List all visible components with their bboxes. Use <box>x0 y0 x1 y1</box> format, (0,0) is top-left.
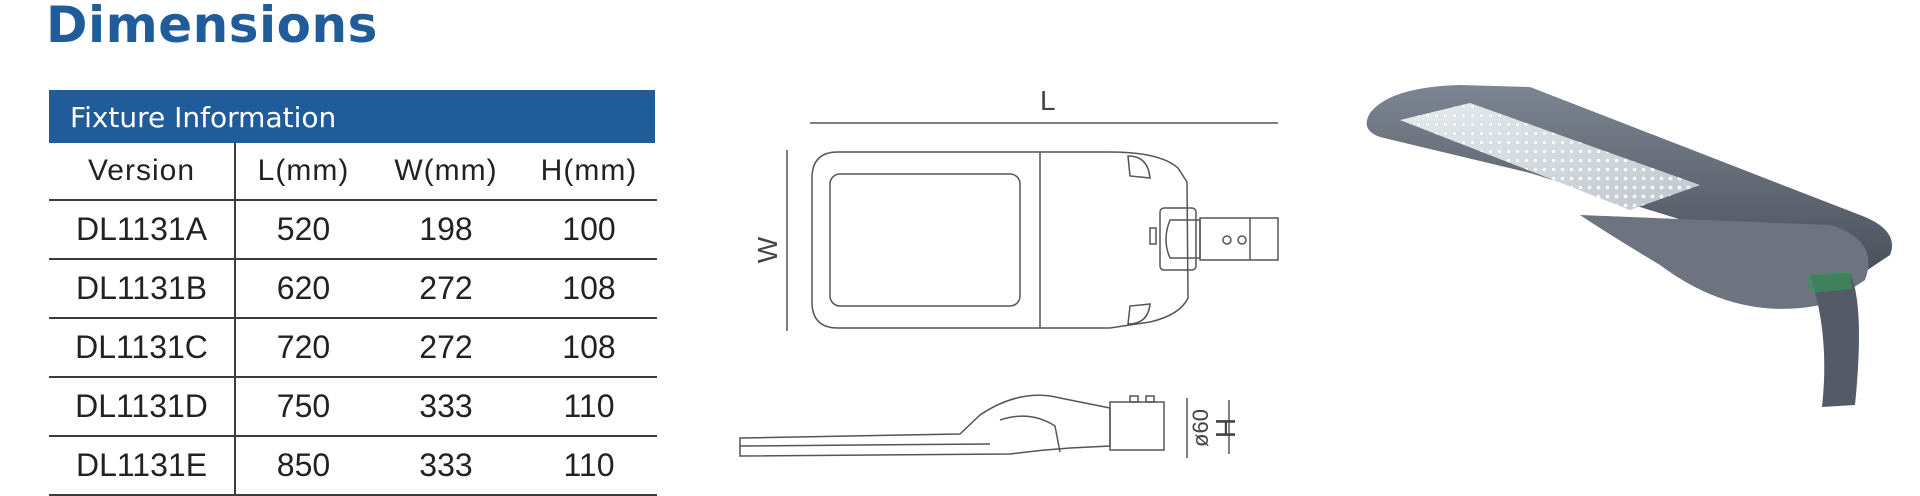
cell-length: 750 <box>235 377 371 437</box>
cell-height: 108 <box>521 259 657 319</box>
dimensions-table: Version L(mm) W(mm) H(mm) DL1131A 520 19… <box>49 143 657 496</box>
cell-height: 110 <box>521 377 657 437</box>
cell-height: 108 <box>521 318 657 378</box>
technical-drawing: L W H ø60 <box>739 85 1279 458</box>
table-row: DL1131C 720 272 108 <box>49 318 657 378</box>
top-view-outline <box>811 151 1189 329</box>
cell-length: 620 <box>235 259 371 319</box>
column-header-length: L(mm) <box>235 143 371 201</box>
cell-height: 110 <box>521 436 657 496</box>
fixture-table: Fixture Information Version L(mm) W(mm) … <box>49 90 657 496</box>
cell-length: 520 <box>235 200 371 260</box>
cell-length: 720 <box>235 318 371 378</box>
table-row: DL1131A 520 198 100 <box>49 200 657 260</box>
table-row: DL1131E 850 333 110 <box>49 436 657 496</box>
length-label: L <box>1040 85 1056 116</box>
led-panel-outline <box>829 173 1021 307</box>
pole-mount <box>1810 273 1859 407</box>
cell-width: 272 <box>371 318 521 378</box>
width-label: W <box>752 236 783 263</box>
page-title: Dimensions <box>46 0 378 54</box>
column-header-width: W(mm) <box>371 143 521 201</box>
diameter-label: ø60 <box>1188 409 1213 447</box>
cell-length: 850 <box>235 436 371 496</box>
table-row: DL1131B 620 272 108 <box>49 259 657 319</box>
side-view-outline <box>739 394 1111 457</box>
cell-width: 333 <box>371 377 521 437</box>
cell-version: DL1131B <box>49 259 236 319</box>
cell-width: 272 <box>371 259 521 319</box>
height-label: H <box>1210 418 1241 438</box>
column-header-version: Version <box>49 143 236 201</box>
street-light-image <box>1366 85 1892 407</box>
column-header-height: H(mm) <box>521 143 657 201</box>
cell-version: DL1131E <box>49 436 236 496</box>
cell-version: DL1131C <box>49 318 236 378</box>
cell-version: DL1131A <box>49 200 236 260</box>
cell-version: DL1131D <box>49 377 236 437</box>
table-column-headers: Version L(mm) W(mm) H(mm) <box>49 143 657 201</box>
cell-width: 198 <box>371 200 521 260</box>
housing-rear <box>1580 215 1869 309</box>
table-header: Fixture Information <box>49 90 655 143</box>
table-row: DL1131D 750 333 110 <box>49 377 657 437</box>
cell-width: 333 <box>371 436 521 496</box>
cell-height: 100 <box>521 200 657 260</box>
